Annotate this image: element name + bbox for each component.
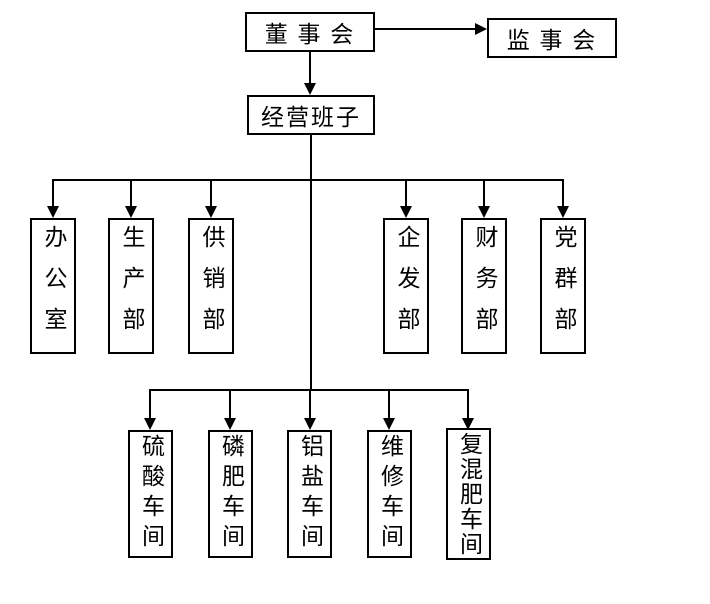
- dept-production: 生产部: [108, 218, 154, 354]
- dept-supply-sales-label: 供销部: [199, 224, 224, 348]
- dept-finance: 财务部: [461, 218, 507, 354]
- connector-workshop-maintenance: [388, 389, 390, 419]
- workshop-phosphate-fertilizer: 磷肥车间: [208, 430, 253, 558]
- arrow-down-icon: [383, 418, 395, 430]
- connector-dept-office: [52, 179, 54, 207]
- node-supervisory-label: 监 事 会: [506, 28, 598, 53]
- connector-dept-finance: [483, 179, 485, 207]
- workshop-phosphate-fertilizer-label: 磷肥车间: [218, 434, 244, 554]
- dept-enterprise-dev: 企发部: [383, 218, 429, 354]
- dept-finance-label: 财务部: [472, 224, 497, 348]
- workshop-sulfuric-acid: 硫酸车间: [128, 430, 173, 558]
- arrow-down-icon: [304, 418, 316, 430]
- connector-dept-enterprise-dev: [405, 179, 407, 207]
- dept-enterprise-dev-label: 企发部: [394, 224, 419, 348]
- arrow-down-icon: [400, 206, 412, 218]
- connector-dept-party-mass: [562, 179, 564, 207]
- arrow-down-icon: [224, 418, 236, 430]
- workshop-compound-fertilizer-label: 复混肥车间: [456, 431, 482, 557]
- dept-office: 办公室: [30, 218, 76, 354]
- arrow-down-icon: [557, 206, 569, 218]
- workshop-compound-fertilizer: 复混肥车间: [446, 428, 491, 560]
- workshop-aluminum-salt: 铝盐车间: [287, 430, 332, 558]
- connector-workshop-compound: [467, 389, 469, 419]
- node-supervisory: 监 事 会: [487, 18, 617, 58]
- dept-party-mass-label: 党群部: [551, 224, 576, 348]
- arrow-down-icon: [205, 206, 217, 218]
- arrow-right-icon: [475, 23, 487, 35]
- connector-workshop-phosphate: [229, 389, 231, 419]
- department-rail: [52, 179, 564, 181]
- node-board-label: 董 事 会: [264, 22, 356, 47]
- arrow-down-icon: [462, 418, 474, 430]
- connector-dept-production: [130, 179, 132, 207]
- arrow-down-icon: [144, 418, 156, 430]
- connector-management-trunk: [310, 135, 312, 390]
- workshop-maintenance-label: 维修车间: [377, 434, 403, 554]
- connector-workshop-aluminum-salt: [309, 389, 311, 419]
- connector-board-management: [309, 52, 311, 84]
- workshop-aluminum-salt-label: 铝盐车间: [297, 434, 323, 554]
- connector-board-supervisory: [375, 28, 476, 30]
- dept-office-label: 办公室: [41, 224, 66, 348]
- dept-production-label: 生产部: [119, 224, 144, 348]
- connector-workshop-sulfuric-acid: [149, 389, 151, 419]
- arrow-down-icon: [478, 206, 490, 218]
- dept-party-mass: 党群部: [540, 218, 586, 354]
- node-management: 经营班子: [247, 95, 375, 135]
- dept-supply-sales: 供销部: [188, 218, 234, 354]
- connector-dept-supply-sales: [210, 179, 212, 207]
- arrow-down-icon: [304, 83, 316, 95]
- workshop-sulfuric-acid-label: 硫酸车间: [138, 434, 164, 554]
- arrow-down-icon: [125, 206, 137, 218]
- node-board: 董 事 会: [245, 12, 375, 52]
- node-management-label: 经营班子: [261, 105, 361, 130]
- arrow-down-icon: [47, 206, 59, 218]
- workshop-maintenance: 维修车间: [367, 430, 412, 558]
